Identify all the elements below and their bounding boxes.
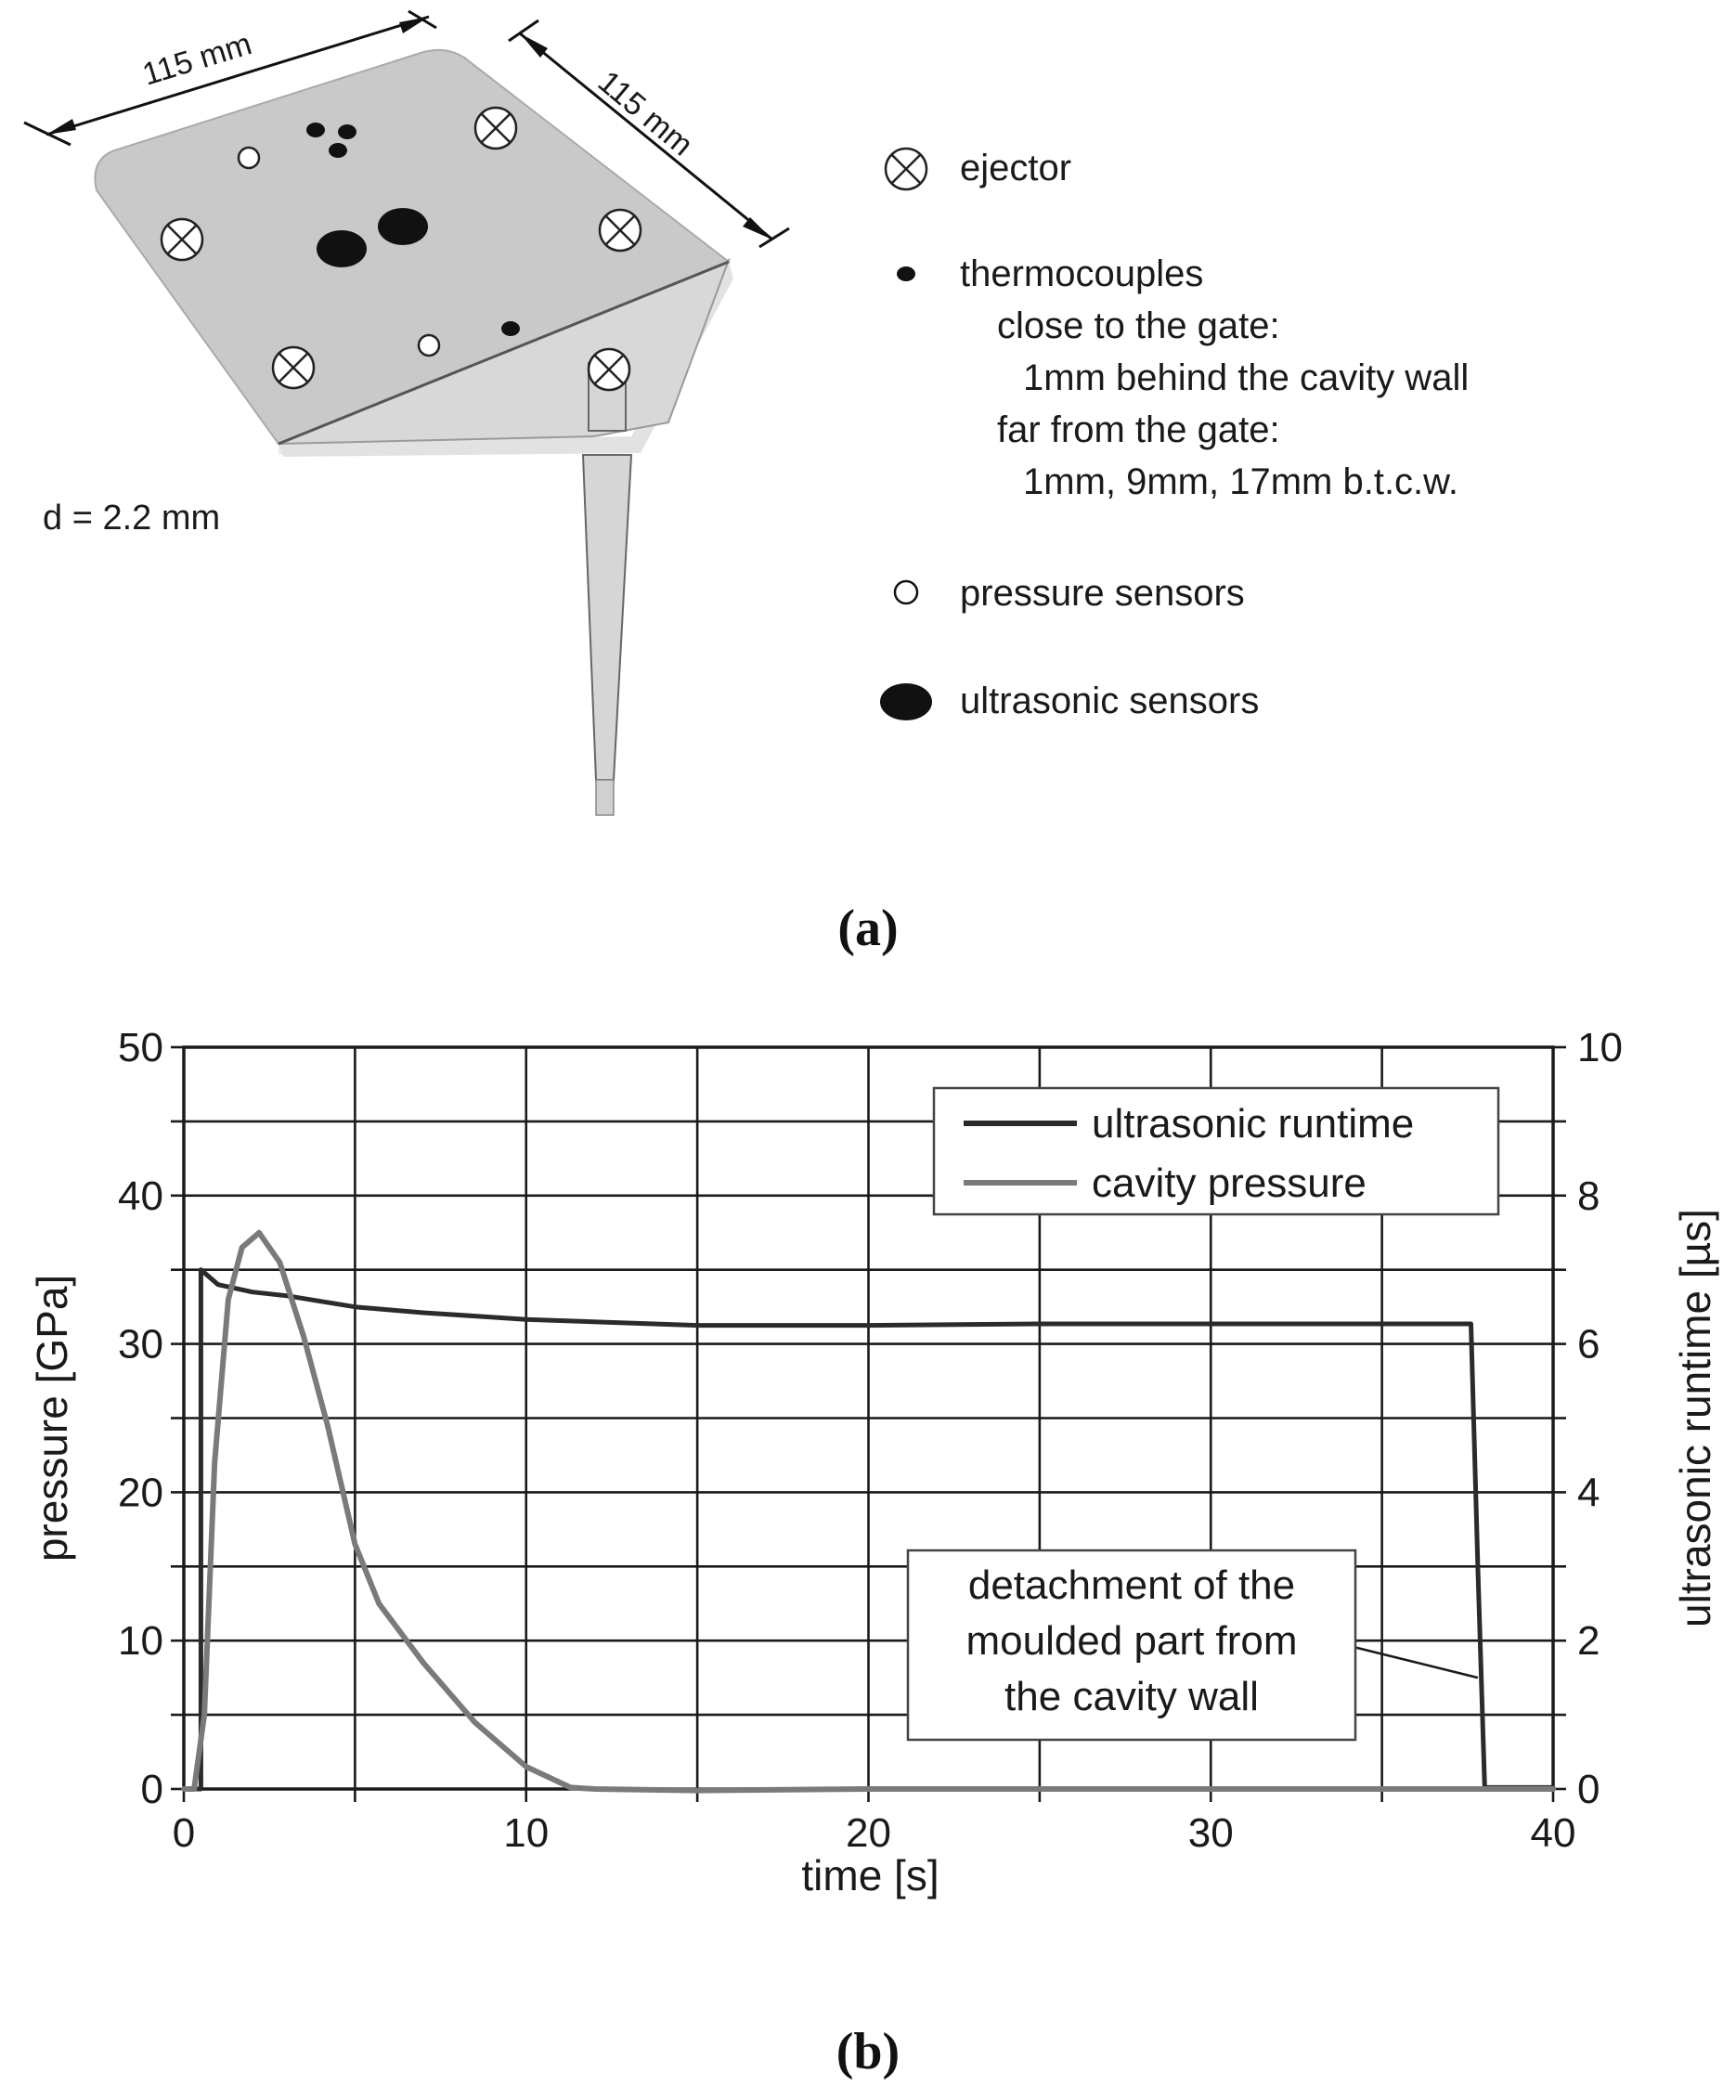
legend-pressure: pressure sensors — [960, 573, 1245, 614]
panel-a-legend: ejector thermocouples close to the gate:… — [880, 147, 1469, 721]
ejector-icon — [598, 208, 642, 253]
panel-b-caption: (b) — [836, 2023, 900, 2081]
pressure-sensor — [237, 146, 261, 170]
legend-close-gate: close to the gate: — [997, 305, 1280, 346]
x-tick-label: 0 — [173, 1810, 195, 1856]
y-right-tick-label: 8 — [1577, 1173, 1600, 1219]
series-line-ultrasonic-runtime — [181, 1267, 1556, 1792]
ultrasonic-sensor — [317, 230, 367, 267]
annotation-pointer — [1353, 1645, 1479, 1679]
ultrasonic-sensor — [378, 208, 428, 245]
annotation-text: the cavity wall — [1004, 1674, 1259, 1719]
y-left-tick-label: 50 — [118, 1025, 163, 1070]
legend-thermocouples: thermocouples — [960, 253, 1203, 294]
x-tick-label: 30 — [1188, 1810, 1234, 1856]
thermocouple — [338, 124, 356, 139]
sprue-tip — [595, 779, 615, 816]
legend-ejector: ejector — [960, 148, 1071, 188]
pressure-sensor — [417, 333, 441, 357]
ejector-cross — [278, 352, 309, 383]
y-left-axis-label: pressure [GPa] — [28, 1275, 76, 1562]
ejector-cross — [593, 354, 625, 385]
y-left-tick-label: 30 — [118, 1322, 163, 1368]
sprue — [581, 454, 633, 781]
legend-label: ultrasonic runtime — [1092, 1101, 1414, 1147]
chart-legend-box — [932, 1086, 1500, 1216]
thermocouple — [306, 123, 325, 137]
dimension-width-label: 115 mm — [138, 26, 255, 93]
annotation: detachment of the moulded part from the ca… — [906, 1549, 1479, 1742]
dimension-width — [23, 9, 437, 147]
legend-far-gate: far from the gate: — [997, 409, 1280, 450]
thermocouple — [501, 321, 520, 336]
panel-a: 115 mm 115 mm d = 2.2 mm ejector thermoc… — [23, 9, 1469, 957]
ejectors — [160, 106, 642, 392]
ejector-icon — [271, 345, 316, 390]
ejector-icon — [884, 147, 928, 191]
y-right-tick-label: 2 — [1577, 1618, 1600, 1664]
ejector-icon — [160, 217, 204, 262]
series-line-cavity-pressure — [181, 1229, 1556, 1794]
thickness-label: d = 2.2 mm — [43, 499, 220, 538]
dimension-depth — [508, 19, 790, 249]
y-left-tick-label: 40 — [118, 1173, 163, 1219]
ejector-cross — [890, 153, 922, 185]
ejector-cross — [166, 224, 198, 255]
legend-ultrasonic: ultrasonic sensors — [960, 681, 1259, 721]
annotation-box — [906, 1549, 1357, 1742]
ejector-cross — [480, 112, 512, 144]
legend-close-detail: 1mm behind the cavity wall — [1023, 357, 1469, 398]
y-right-tick-label: 4 — [1577, 1470, 1600, 1515]
chart-legend: ultrasonic runtime cavity pressure — [932, 1086, 1500, 1216]
annotation-text: moulded part from — [965, 1618, 1297, 1664]
x-tick-label: 20 — [846, 1810, 891, 1856]
large-filled-ellipse-icon — [880, 683, 932, 720]
legend-far-detail: 1mm, 9mm, 17mm b.t.c.w. — [1023, 461, 1458, 502]
sensors — [237, 123, 520, 357]
y-left-tick-label: 0 — [141, 1767, 163, 1812]
ejector-icon — [587, 347, 631, 392]
y-right-tick-label: 10 — [1577, 1025, 1623, 1070]
thermocouple — [329, 143, 347, 158]
y-left-tick-label: 10 — [118, 1618, 163, 1664]
y-right-axis-label: ultrasonic runtime [µs] — [1671, 1209, 1719, 1627]
x-tick-label: 40 — [1531, 1810, 1576, 1856]
x-tick-label: 10 — [503, 1810, 549, 1856]
gate-line — [278, 260, 730, 446]
annotation-text: detachment of the — [968, 1562, 1295, 1608]
y-right-tick-label: 0 — [1577, 1767, 1600, 1812]
ejector-icon — [473, 106, 518, 150]
panel-a-caption: (a) — [837, 900, 898, 957]
y-right-tick-label: 6 — [1577, 1322, 1600, 1368]
ejector-cross — [604, 214, 636, 246]
open-circle-icon — [893, 579, 919, 605]
x-axis-label: time [s] — [801, 1851, 939, 1899]
legend-label: cavity pressure — [1092, 1160, 1367, 1206]
crossed-circle-icon — [884, 147, 928, 191]
dimension-depth-label: 115 mm — [591, 64, 700, 162]
y-left-tick-label: 20 — [118, 1470, 163, 1515]
small-filled-dot-icon — [897, 266, 915, 281]
